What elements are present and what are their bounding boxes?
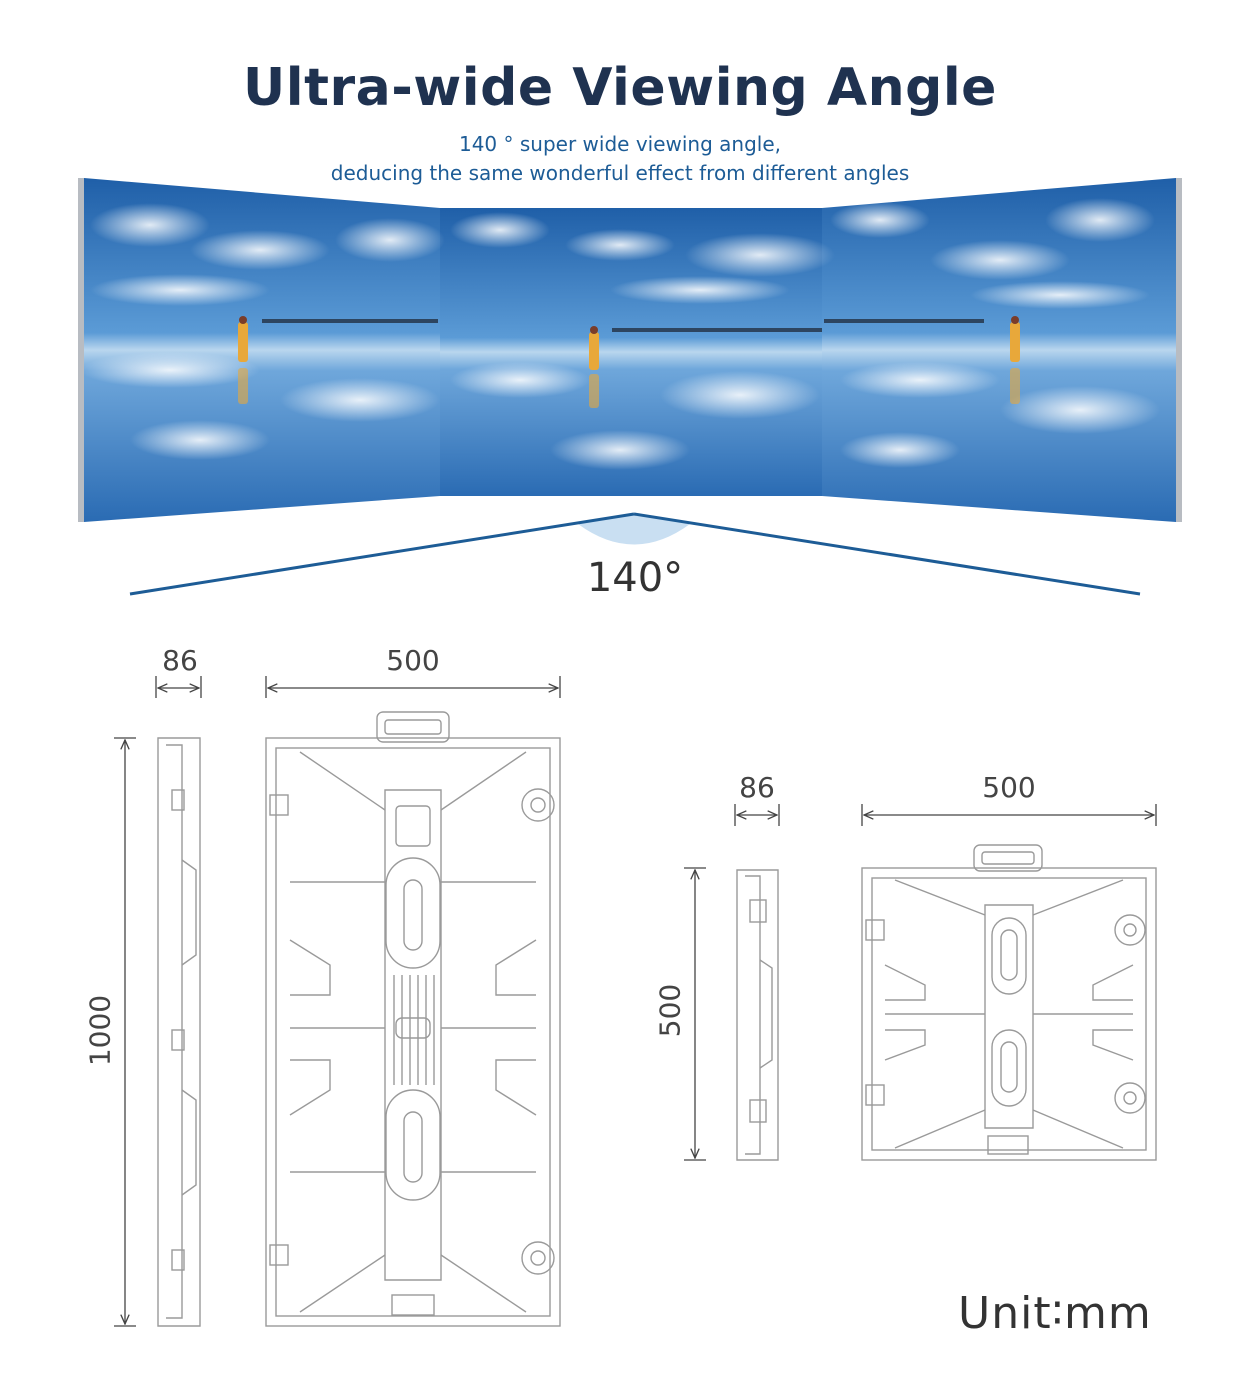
viewing-angle-label: 140° <box>586 555 684 601</box>
cabinet-large-drawing <box>157 711 561 1327</box>
cabinet-large-height-label: 1000 <box>83 994 117 1067</box>
cabinet-small-drawing <box>736 844 1157 1161</box>
cabinet-large-width-label: 500 <box>386 644 440 677</box>
cabinet-large-depth-label: 86 <box>162 644 198 677</box>
figure-left <box>238 316 248 404</box>
subtitle-line-2: deducing the same wonderful effect from … <box>330 161 910 185</box>
viewing-angle-arc <box>578 514 690 545</box>
subtitle-line-1: 140 ° super wide viewing angle, <box>458 132 782 156</box>
cabinet-large-side-view <box>157 737 201 1327</box>
cabinet-small-depth-label: 86 <box>739 771 775 804</box>
unit-label: Unit∶mm <box>958 1288 1152 1339</box>
page-title: Ultra-wide Viewing Angle <box>243 58 997 118</box>
horizon-island-right <box>824 319 984 323</box>
viewing-angle-diagram <box>129 512 1141 596</box>
cabinet-small-height-label: 500 <box>653 983 687 1038</box>
cabinet-small-side-view <box>736 869 779 1161</box>
led-screen-wall <box>78 178 1182 522</box>
horizon-island-center <box>612 328 822 332</box>
viewing-angle-line-right <box>633 512 1141 596</box>
cabinet-small-width-label: 500 <box>982 771 1036 804</box>
horizon-island-left <box>262 319 438 323</box>
figure-right <box>1010 316 1020 404</box>
figure-center <box>589 326 599 408</box>
screen-frame <box>78 178 1182 522</box>
cabinet-small-front-view <box>861 844 1157 1161</box>
cabinet-large-front-view <box>265 711 561 1327</box>
cabinet-small-dimensions <box>684 804 1157 1161</box>
cabinet-large-dimensions <box>114 676 561 1327</box>
viewing-angle-line-left <box>129 512 635 596</box>
cloud-pattern <box>80 198 1160 470</box>
